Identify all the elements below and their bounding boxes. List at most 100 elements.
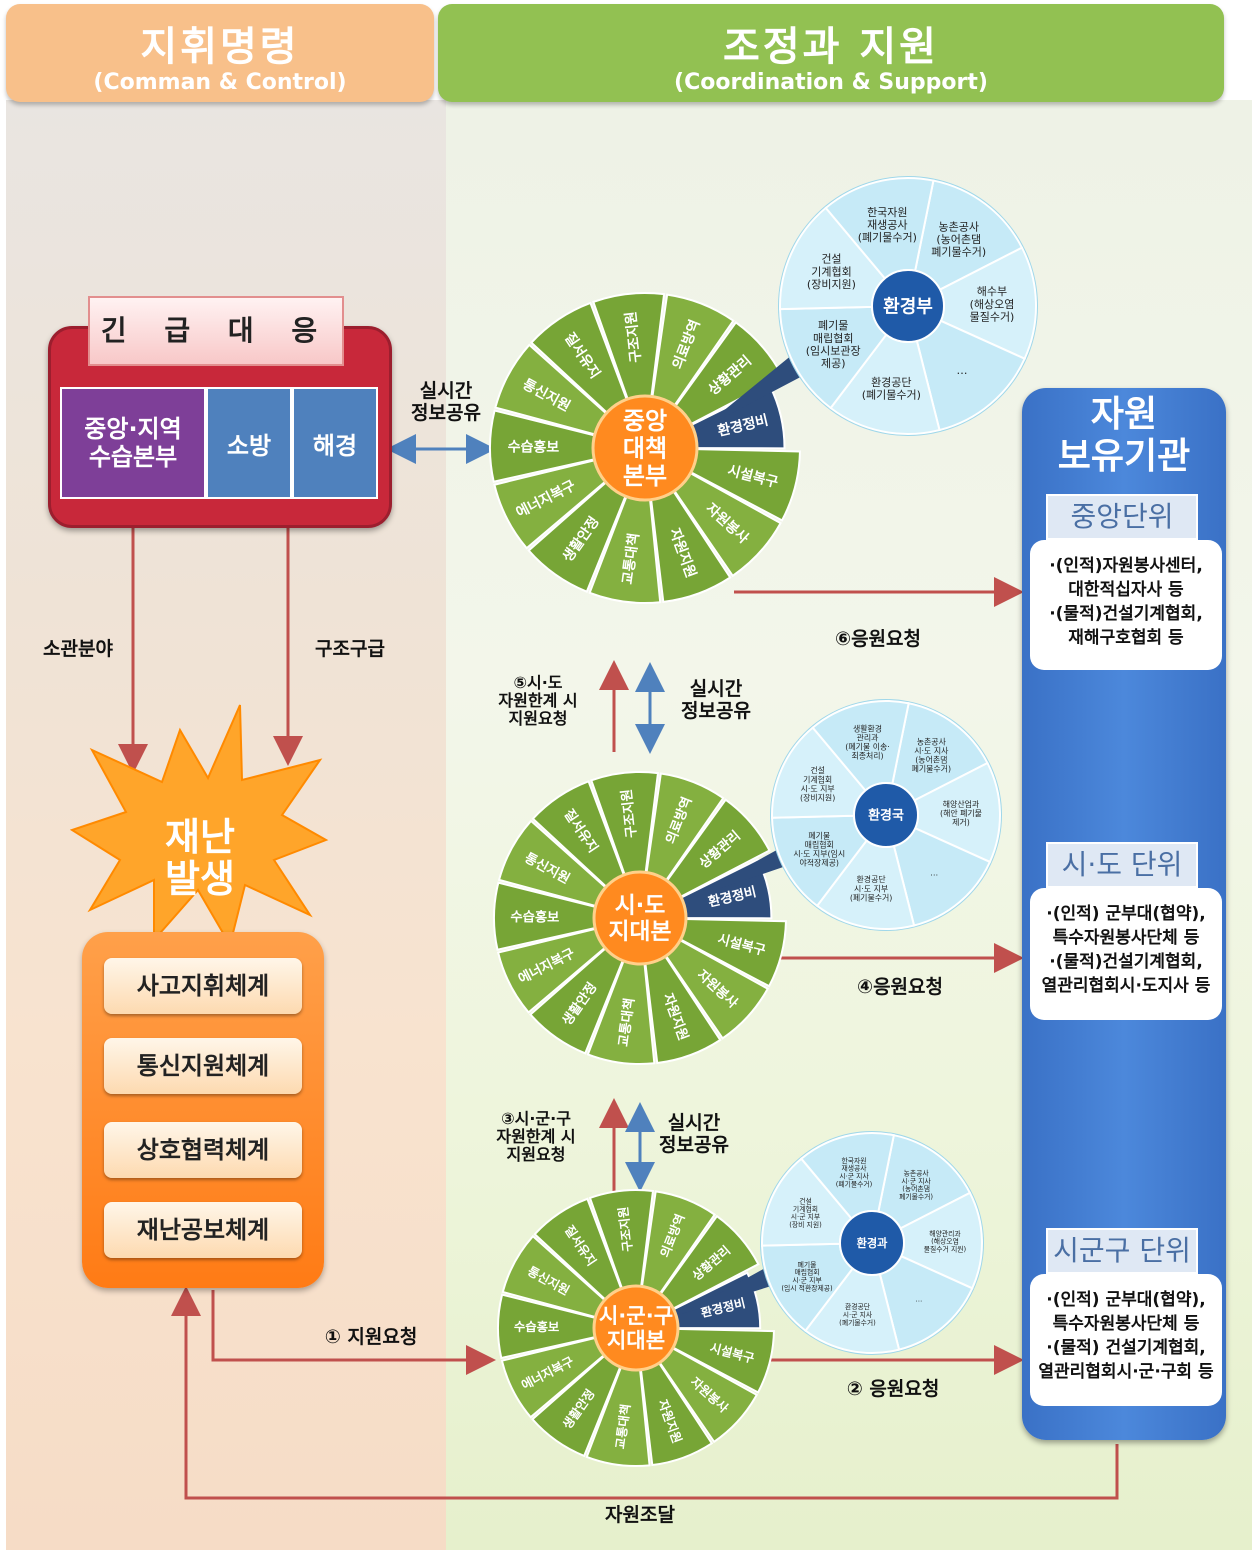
provincial-unit-line: ·(물적)건설기계협회, [1049, 952, 1203, 972]
local-unit-badge: 시군구 단위 [1046, 1228, 1198, 1274]
provincial-hub-label: 환경국 [868, 808, 904, 824]
env-hub [871, 269, 945, 343]
central-unit-badge: 중앙단위 [1046, 494, 1198, 540]
central-unit-line: ·(인적)자원봉사센터, [1049, 556, 1203, 576]
wheel-hub [592, 870, 688, 966]
central-hub-label: 환경부 [883, 295, 933, 317]
provincial-unit-box: ·(인적) 군부대(협약), 특수자원봉사단체 등 ·(물적)건설기계협회, 열… [1030, 888, 1222, 1020]
wheel-segment-label: 구조지원 [619, 788, 640, 838]
wheel-segment-label: 교통대책 [616, 997, 638, 1048]
local-unit-line: ·(물적) 건설기계협회, [1046, 1338, 1206, 1358]
env-hub [853, 782, 919, 848]
env-item-label: … [915, 1295, 922, 1303]
central-regional-hq-label: 중앙·지역 수습본부 [84, 415, 182, 471]
req2-label: ② 응원요청 [846, 1378, 940, 1400]
wheel-segment-label: 수습홍보 [514, 1319, 559, 1335]
wheel-segment[interactable] [497, 1293, 637, 1360]
central-unit-line: ·(물적)건설기계협회, [1049, 604, 1203, 624]
coordination-subtitle: (Coordination & Support) [674, 70, 988, 95]
disaster-pr-system[interactable]: 재난공보체계 [104, 1202, 302, 1258]
central-regional-hq-cell[interactable]: 중앙·지역 수습본부 [60, 387, 206, 499]
local-unit-line: 특수자원봉사단체 등 [1052, 1314, 1200, 1334]
procure-arrow [171, 1286, 1119, 1500]
req5-label: ⑤시·도 자원한계 시 지원요청 [498, 673, 578, 728]
req3-label: ③시·군·구 자원한계 시 지원요청 [496, 1109, 576, 1164]
wheel-segment[interactable] [489, 409, 646, 483]
coast-guard-label: 해경 [312, 431, 358, 460]
command-header: 지휘명령 (Comman & Control) [6, 4, 434, 102]
communication-support-system[interactable]: 통신지원체계 [104, 1038, 302, 1094]
disaster-occurrence-label: 재난 발생 [165, 815, 235, 901]
env-item-label: … [930, 868, 938, 877]
rescue-label: 구조구급 [315, 638, 385, 660]
local-unit-line: ·(인적) 군부대(협약), [1046, 1290, 1206, 1310]
req1-arrow [211, 1290, 496, 1375]
mutual-cooperation-system[interactable]: 상호협력체계 [104, 1122, 302, 1178]
env-connector-wedge [686, 846, 792, 900]
env-item-label: 환경공단(폐기물수거) [862, 376, 921, 402]
req6-label: ⑥응원요청 [834, 628, 921, 650]
provincial-unit-line: 특수자원봉사단체 등 [1052, 928, 1200, 948]
fire-label: 소방 [226, 431, 272, 460]
wheel-segment-label: 구조지원 [623, 310, 644, 363]
realtime-share-label-central: 실시간 정보공유 [411, 380, 481, 424]
coast-guard-cell[interactable]: 해경 [292, 387, 378, 499]
wheel-segment-label: 교통대책 [620, 532, 643, 585]
command-subtitle: (Comman & Control) [93, 70, 347, 95]
wheel-hub [592, 1284, 680, 1372]
env-connector-wedge [682, 1262, 784, 1314]
resource-holders-title: 자원 보유기관 [1057, 394, 1191, 477]
env-connector-wedge [700, 350, 810, 430]
jurisdiction-label: 소관분야 [43, 638, 113, 660]
env-item-label: … [956, 364, 967, 377]
procure-label: 자원조달 [605, 1504, 675, 1526]
fire-cell[interactable]: 소방 [206, 387, 292, 499]
emergency-response-title: 긴 급 대 응 [88, 296, 344, 366]
req4-label: ④응원요청 [856, 976, 943, 998]
wheel-hub [591, 394, 699, 502]
wheel-segment[interactable] [493, 881, 641, 951]
wheel-segment-label: 교통대책 [612, 1403, 633, 1450]
coordination-header: 조정과 지원 (Coordination & Support) [438, 4, 1224, 102]
provincial-unit-line: ·(인적) 군부대(협약), [1046, 904, 1206, 924]
realtime-share-label-prov: 실시간 정보공유 [681, 678, 751, 722]
provincial-unit-line: 열관리협회시·도지사 등 [1041, 976, 1211, 996]
local-unit-box: ·(인적) 군부대(협약), 특수자원봉사단체 등 ·(물적) 건설기계협회, … [1030, 1274, 1222, 1406]
realtime-share-label-local: 실시간 정보공유 [659, 1112, 729, 1156]
central-unit-box: ·(인적)자원봉사센터, 대한적십자사 등 ·(물적)건설기계협회, 재해구호협… [1030, 540, 1222, 670]
local-unit-line: 열관리협회시·군·구회 등 [1038, 1362, 1214, 1382]
wheel-segment-label: 구조지원 [615, 1206, 635, 1253]
local-hub-label: 환경과 [857, 1236, 889, 1250]
incident-command-system[interactable]: 사고지휘체계 [104, 958, 302, 1014]
provincial-unit-badge: 시·도 단위 [1046, 842, 1198, 888]
coordination-title: 조정과 지원 [723, 24, 939, 70]
central-unit-line: 대한적십자사 등 [1068, 580, 1184, 600]
central-unit-line: 재해구호협회 등 [1068, 628, 1184, 648]
